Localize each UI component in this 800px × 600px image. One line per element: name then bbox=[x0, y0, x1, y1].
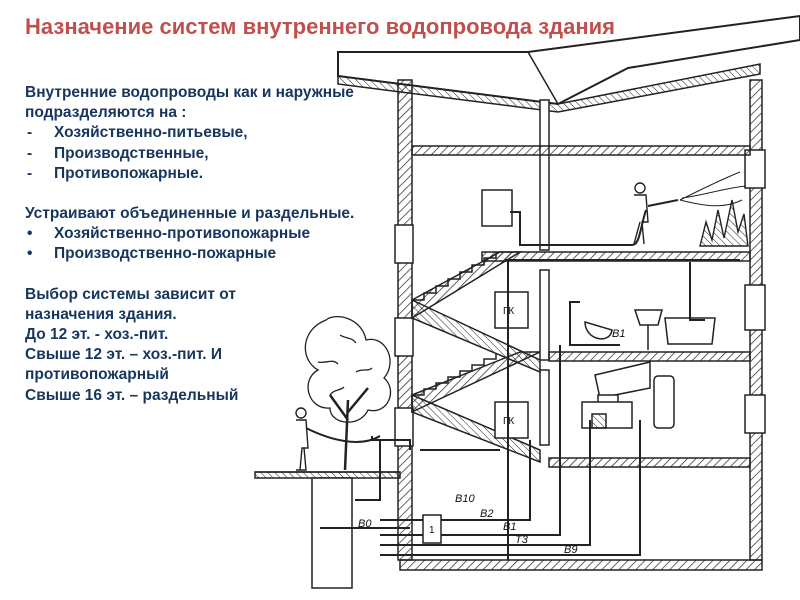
roof bbox=[337, 14, 800, 113]
page-title: Назначение систем внутреннего водопровод… bbox=[25, 14, 616, 39]
b2-label: В2 bbox=[480, 508, 493, 520]
choice-line: Свыше 12 эт. – хоз.-пит. И bbox=[25, 346, 223, 364]
intro-text: Внутренние водопроводы как и наружные по… bbox=[25, 84, 354, 122]
b9-label: В9 bbox=[564, 544, 577, 556]
floor-slabs bbox=[399, 145, 763, 571]
choice-line: До 12 эт. - хоз.-пит. bbox=[25, 326, 169, 344]
types-list-item: -Хозяйственно-питьевые, bbox=[27, 124, 248, 142]
plumbing-fixtures bbox=[581, 309, 716, 429]
types-list-item: -Производственные, bbox=[27, 144, 209, 162]
choice-line: противопожарный bbox=[25, 366, 169, 384]
combined-list: •Хозяйственно-противопожарные •Производс… bbox=[25, 224, 365, 264]
tree bbox=[304, 316, 392, 471]
b10-label: В10 bbox=[455, 493, 475, 505]
combined-list-item: •Хозяйственно-противопожарные bbox=[27, 225, 311, 243]
b1-label: В1 bbox=[503, 521, 516, 533]
description-text: Внутренние водопроводы как и наружные по… bbox=[25, 83, 365, 406]
combined-intro-text: Устраивают объединенные и раздельные. bbox=[25, 205, 355, 223]
meter-label: 1 bbox=[429, 525, 435, 536]
b0-label: В0 bbox=[358, 518, 372, 530]
t3-label: Т3 bbox=[515, 534, 529, 546]
b1-fixture-label: В1 bbox=[612, 328, 625, 340]
choice-line: назначения здания. bbox=[25, 305, 177, 323]
gk-upper-label: ГК bbox=[503, 306, 514, 317]
choice-line: Выбор системы зависит от bbox=[25, 285, 236, 303]
pipes bbox=[320, 209, 740, 560]
ground bbox=[254, 471, 401, 589]
combined-list-item: •Производственно-пожарные bbox=[27, 245, 277, 263]
types-list-item: -Противопожарные. bbox=[27, 164, 204, 182]
choice-line: Свыше 16 эт. – раздельный bbox=[25, 386, 239, 404]
gk-lower-label: ГК bbox=[503, 416, 514, 427]
types-list: -Хозяйственно-питьевые, -Производственны… bbox=[25, 123, 365, 184]
fire-cabinets bbox=[481, 189, 529, 439]
firefighter-upper bbox=[633, 171, 749, 247]
